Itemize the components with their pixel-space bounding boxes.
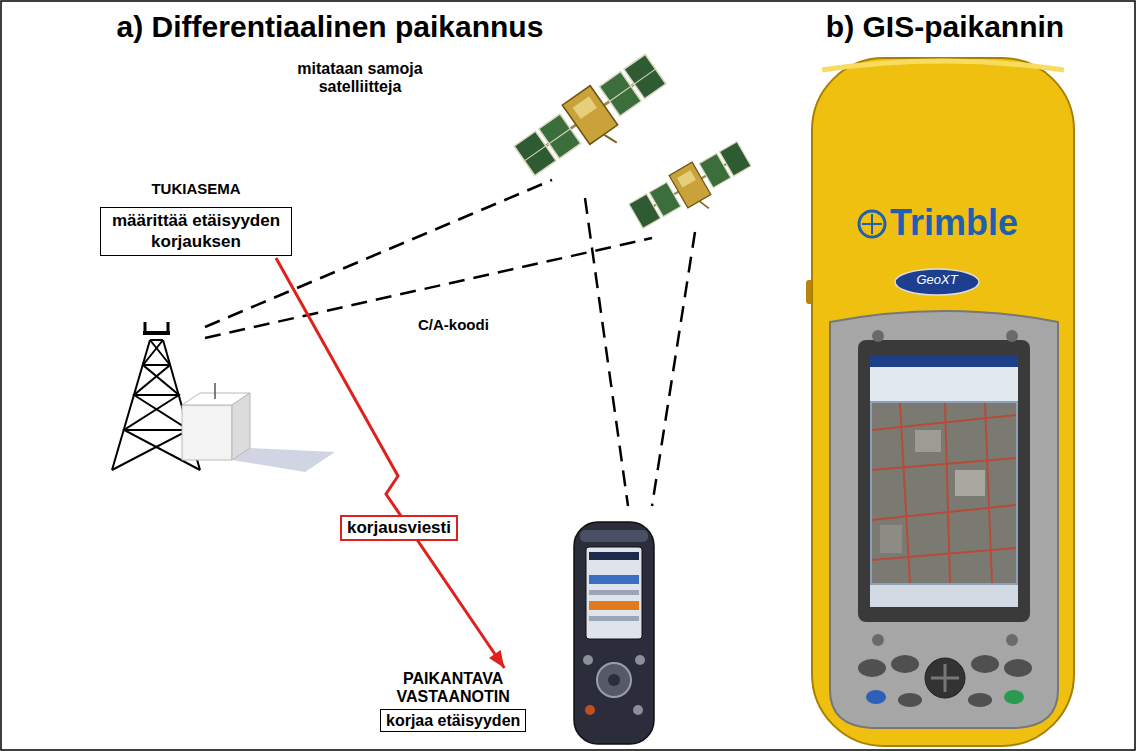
receiver-heading: PAIKANTAVA VASTAANOTIN: [383, 670, 523, 707]
station-task: määrittää etäisyyden korjauksen: [107, 211, 285, 252]
arrow-head: [489, 650, 504, 668]
station-heading: TUKIASEMA: [100, 180, 292, 197]
station-group: TUKIASEMA määrittää etäisyyden korjauksen: [100, 180, 292, 256]
brand-logo: Trimble: [890, 202, 1018, 243]
receiver-task: korjaa etäisyyden: [386, 711, 520, 730]
section-heading: a) Differentiaalinen paikannus: [0, 10, 660, 45]
handheld-receiver: [574, 522, 654, 744]
satellite: [511, 49, 678, 192]
signal-message: korjausviesti: [340, 515, 458, 541]
signal-label: C/A-koodi: [418, 316, 489, 333]
receiver-group: PAIKANTAVA VASTAANOTIN korjaa etäisyyden: [380, 670, 526, 732]
annotation: mitataan samoja satelliitteja: [280, 60, 440, 97]
correction-signal: [276, 258, 504, 668]
model-badge: GeoXT: [897, 273, 977, 288]
section-heading: b) GIS-paikannin: [775, 10, 1115, 45]
task-box: korjaa etäisyyden: [380, 709, 526, 732]
gis-device: [806, 58, 1074, 746]
task-box: määrittää etäisyyden korjauksen: [100, 207, 292, 256]
satellite: [627, 138, 759, 242]
equipment-cabin: [182, 383, 335, 472]
